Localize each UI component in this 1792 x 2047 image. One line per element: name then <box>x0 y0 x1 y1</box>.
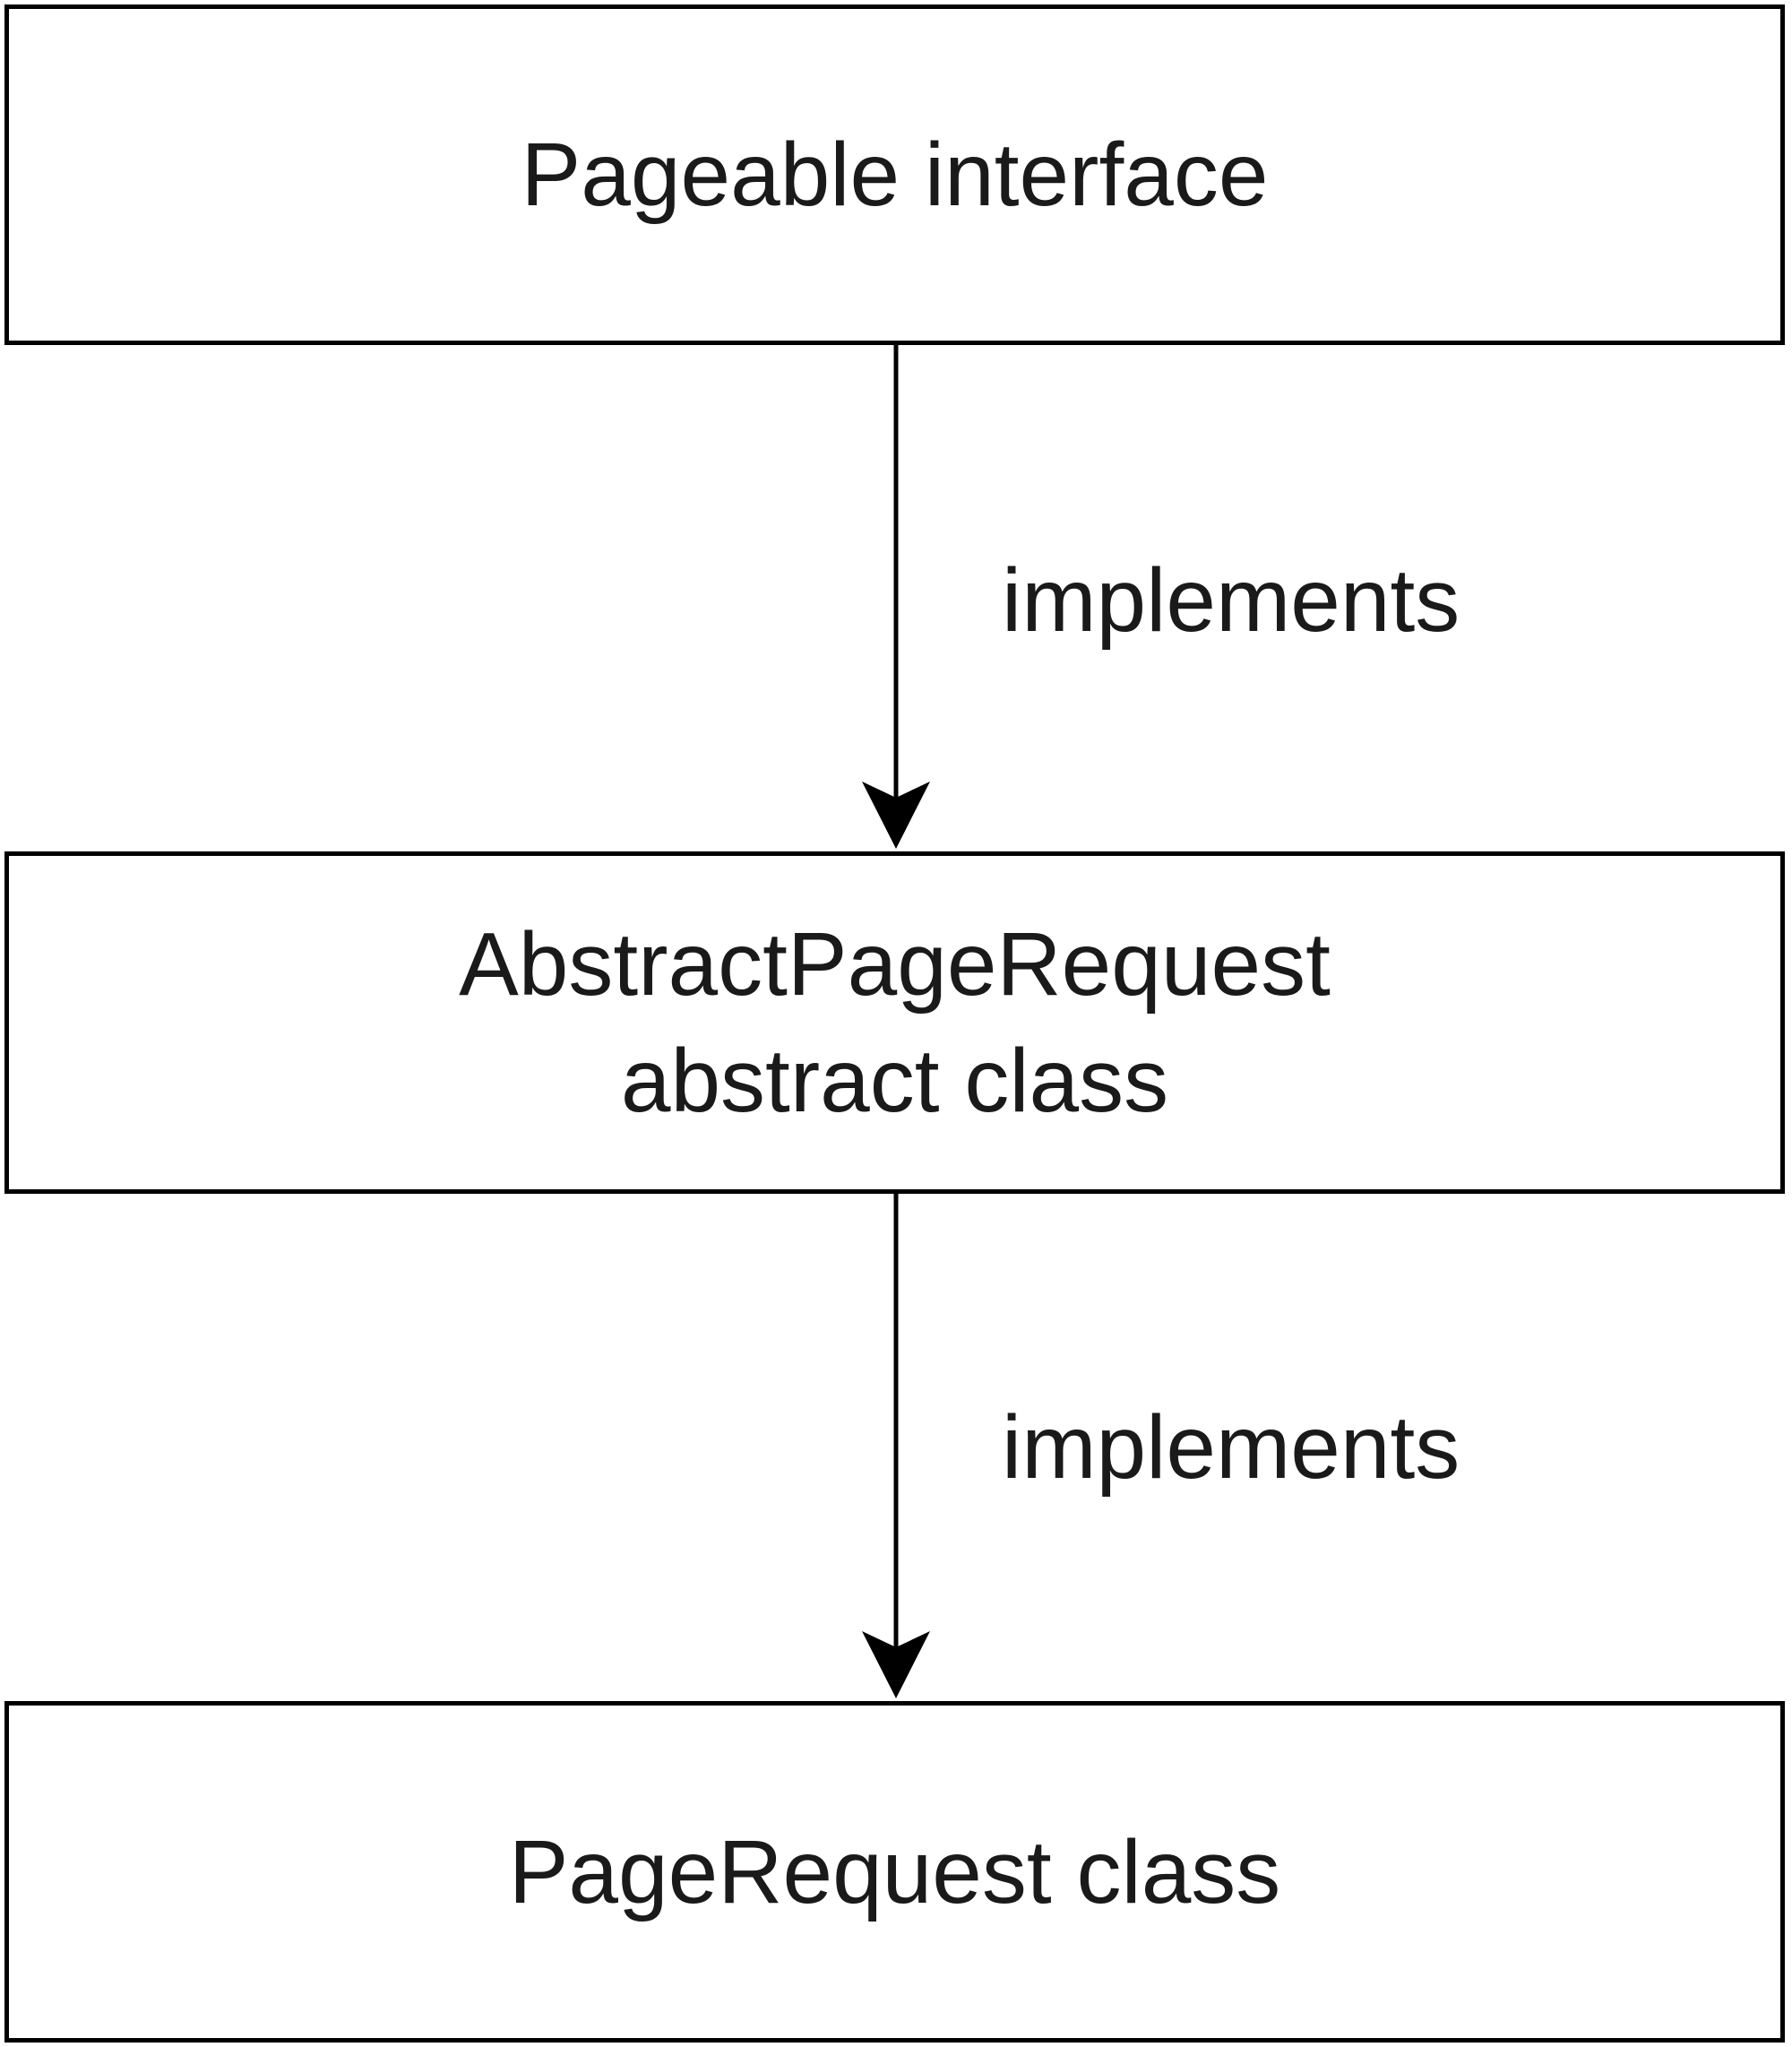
arrowhead-down-icon <box>862 782 930 849</box>
node-pageable-interface[interactable]: Pageable interface <box>4 4 1785 345</box>
node-label-line: PageRequest class <box>508 1821 1281 1922</box>
edge-label-implements: implements <box>1002 1397 1460 1498</box>
node-label: AbstractPageRequest abstract class <box>459 906 1331 1139</box>
edge-label-implements: implements <box>1002 550 1460 651</box>
node-label: PageRequest class <box>509 1814 1281 1930</box>
node-label-line: AbstractPageRequest <box>459 914 1331 1015</box>
node-label: Pageable interface <box>521 117 1269 233</box>
node-label-line: abstract class <box>620 1031 1169 1131</box>
node-label-line: Pageable interface <box>521 125 1269 225</box>
node-abstract-page-request[interactable]: AbstractPageRequest abstract class <box>4 851 1785 1194</box>
arrowhead-down-icon <box>862 1631 930 1698</box>
node-page-request-class[interactable]: PageRequest class <box>4 1701 1785 2043</box>
